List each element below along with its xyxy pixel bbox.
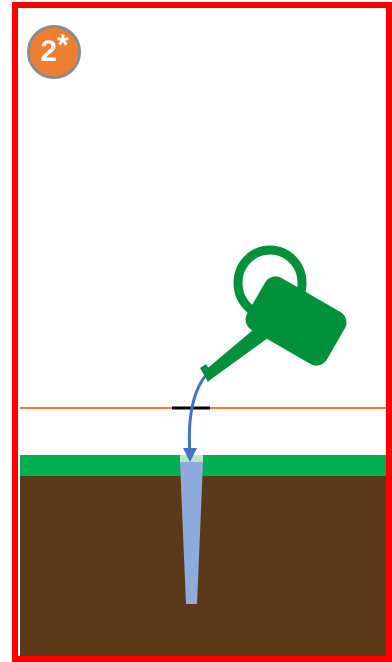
soil	[20, 476, 390, 660]
step-badge: 2*	[27, 25, 81, 79]
step-number: 2	[40, 37, 56, 67]
frame-gap	[18, 8, 21, 90]
water-stream	[189, 375, 206, 455]
step-asterisk: *	[57, 31, 68, 61]
grass-strip	[20, 455, 390, 476]
watering-can-icon	[200, 250, 351, 382]
watering-can-body	[241, 272, 351, 370]
